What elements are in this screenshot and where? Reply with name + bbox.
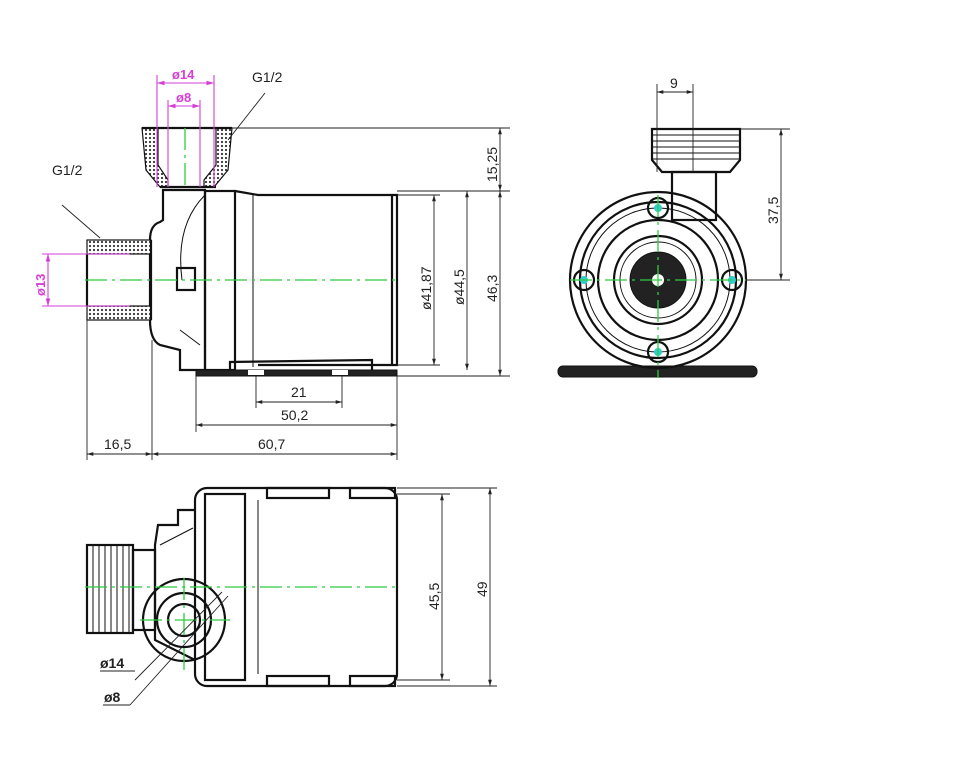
outlet-offset: 9 [670,75,678,91]
inlet-dia: ø13 [33,274,48,296]
mount-hole-spacing: 21 [291,384,307,400]
inlet-length: 16,5 [104,436,131,452]
total-width: 49 [474,581,490,597]
outlet-height: 15,25 [484,147,500,182]
inlet-thread [86,239,152,255]
top-inlet-thread [85,543,135,635]
body-length: 60,7 [258,436,285,452]
outlet-inner-dia: ø8 [176,90,191,105]
body-dia: ø44,5 [451,269,467,305]
outlet-height-from-center: 37,5 [765,197,781,224]
top-outlet-inner-dia: ø8 [104,689,121,705]
thread-label-left: G1/2 [52,162,83,178]
side-view: G1/2 G1/2 ø14 ø8 ø13 15,25 ø41,87 ø44,5 … [33,67,510,460]
outlet-thread [141,127,169,188]
front-view: 9 37,5 [557,75,790,378]
top-outlet-outer-dia: ø14 [100,655,124,671]
top-view: ø14 ø8 45,5 49 [85,486,497,706]
total-height: 46,3 [484,275,500,302]
outlet-outer-dia: ø14 [172,67,195,82]
base-length: 50,2 [281,407,308,423]
thread-label-top: G1/2 [252,69,283,85]
can-dia: ø41,87 [418,266,434,310]
base-plate [195,369,398,377]
can-width: 45,5 [426,583,442,610]
